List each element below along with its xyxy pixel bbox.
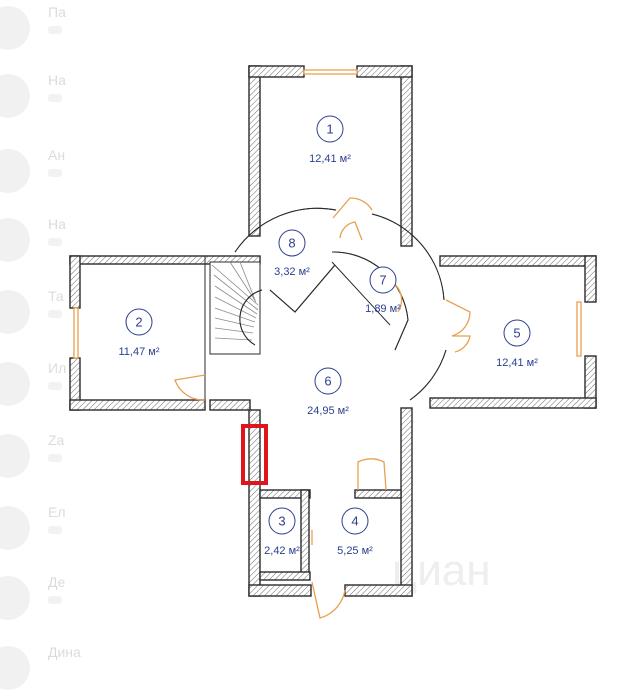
svg-text:5: 5 bbox=[513, 326, 520, 341]
svg-text:4: 4 bbox=[351, 514, 358, 529]
message-preview bbox=[48, 596, 62, 604]
door-room1 bbox=[332, 197, 373, 219]
svg-text:8: 8 bbox=[288, 236, 295, 251]
door-entrance bbox=[311, 581, 346, 619]
chat-name: Ил bbox=[48, 360, 67, 376]
doors bbox=[174, 197, 471, 619]
chat-list-item[interactable]: Ил bbox=[0, 356, 70, 416]
svg-text:7: 7 bbox=[379, 273, 386, 288]
chat-name: Ел bbox=[48, 504, 66, 520]
chat-list-item[interactable]: Ел bbox=[0, 500, 70, 560]
svg-text:12,41 м²: 12,41 м² bbox=[496, 357, 538, 369]
room-2-label: 2 11,47 м² bbox=[119, 308, 160, 358]
staircase bbox=[211, 261, 259, 341]
room-3-label: 3 2,42 м² bbox=[264, 507, 300, 557]
svg-text:3,32 м²: 3,32 м² bbox=[274, 266, 310, 278]
door-room2 bbox=[174, 374, 206, 401]
chat-name: На bbox=[48, 216, 66, 232]
message-preview bbox=[48, 310, 62, 318]
chat-list-item[interactable]: Ан bbox=[0, 143, 70, 203]
chat-list-item[interactable]: Та bbox=[0, 284, 70, 344]
svg-text:24,95 м²: 24,95 м² bbox=[307, 405, 349, 417]
chat-name: Де bbox=[48, 574, 66, 590]
exterior-walls bbox=[69, 65, 597, 597]
message-preview bbox=[48, 169, 62, 177]
chat-list-item[interactable]: На bbox=[0, 68, 70, 128]
highlight-marker bbox=[241, 424, 268, 485]
chat-name: На bbox=[48, 72, 66, 88]
room-8-label: 8 3,32 м² bbox=[274, 229, 310, 278]
chat-name: Та bbox=[48, 288, 64, 304]
room-1-label: 1 12,41 м² bbox=[309, 115, 351, 165]
door-room8 bbox=[339, 221, 363, 241]
chat-name: Za bbox=[48, 432, 65, 448]
chat-list-item[interactable]: Па bbox=[0, 0, 70, 60]
interior-walls bbox=[204, 207, 447, 581]
svg-text:1,89 м²: 1,89 м² bbox=[365, 303, 401, 315]
chat-list-item[interactable]: На bbox=[0, 212, 70, 272]
window-left bbox=[73, 307, 79, 359]
chat-list-item[interactable]: Za bbox=[0, 428, 70, 488]
message-preview bbox=[48, 26, 62, 34]
svg-text:5,25 м²: 5,25 м² bbox=[337, 545, 373, 557]
chat-name: Па bbox=[48, 4, 66, 20]
room-6-label: 6 24,95 м² bbox=[307, 367, 349, 417]
svg-text:2: 2 bbox=[135, 315, 142, 330]
message-preview bbox=[48, 238, 62, 246]
svg-text:11,47 м²: 11,47 м² bbox=[119, 346, 160, 358]
room-7-label: 7 1,89 м² bbox=[365, 266, 401, 315]
chat-name: Ан bbox=[48, 147, 66, 163]
room-5-label: 5 12,41 м² bbox=[496, 319, 538, 369]
chat-list-item[interactable]: Де bbox=[0, 570, 70, 630]
window-right bbox=[576, 301, 582, 357]
message-preview bbox=[48, 94, 62, 102]
room-4-label: 4 5,25 м² bbox=[337, 507, 373, 557]
chat-name: Дина bbox=[48, 644, 81, 660]
svg-text:6: 6 bbox=[324, 374, 331, 389]
floor-plan: циан bbox=[69, 65, 597, 619]
svg-text:12,41 м²: 12,41 м² bbox=[309, 153, 351, 165]
door-room5 bbox=[445, 299, 471, 353]
svg-text:1: 1 bbox=[326, 122, 333, 137]
window-top bbox=[303, 69, 358, 75]
door-room4 bbox=[357, 458, 387, 491]
message-preview bbox=[48, 526, 62, 534]
message-preview bbox=[48, 454, 62, 462]
svg-text:3: 3 bbox=[278, 514, 285, 529]
message-preview bbox=[48, 382, 62, 390]
svg-text:2,42 м²: 2,42 м² bbox=[264, 545, 300, 557]
